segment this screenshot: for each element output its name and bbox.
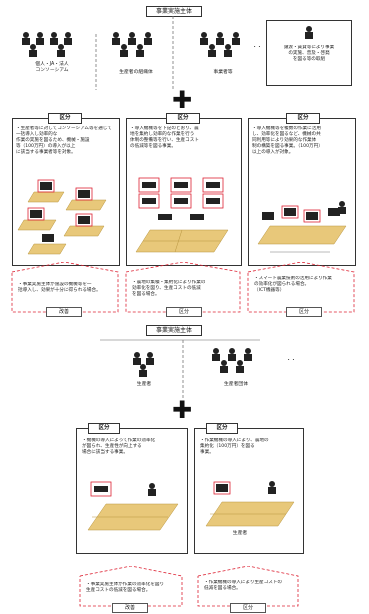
top-connector-lines: [95, 16, 174, 90]
panel-3-footer: ・スマート農業技術の活用により作業 の効率化が図られる場合。 （ICT機器等）: [254, 276, 332, 293]
panel-1-text: ・生産者等に対してコンソーシアム等を通じて一括導入し効率的な 作業の実施を図るた…: [16, 126, 112, 155]
person-icon: [305, 26, 313, 39]
panel-2-footer: ・農地の集積・集約化により作業の 効率化を図り、生産コストの低減 を図る場合。: [132, 280, 206, 297]
middle-group-label-1: 生産者: [136, 382, 152, 387]
people-group-icon: [200, 32, 240, 57]
middle-connector-lines: [100, 339, 260, 400]
panel-3-tag: 区分: [286, 113, 320, 124]
people-group-icon: [22, 32, 72, 57]
lower-panel-2-footer: ・作業機械の導入により生産コストの 低減を図る場合。: [204, 580, 283, 591]
lower-panel-1-tag: 区分: [88, 423, 120, 434]
people-group-icon: [212, 348, 252, 373]
lower-panel-2-illustration: [205, 481, 295, 527]
panel-3-bottom-tag: 区分: [286, 307, 322, 317]
top-group-label-2: 生産者の組織体: [119, 70, 153, 75]
top-note-box: 譲渡・賃貸等により事業 の実施、普及・啓発 を図る等の取組: [266, 20, 352, 86]
lower-panel-1-footer: ・事業実施主体が作業の効率化を図り 生産コストの低減を図る場合。: [86, 582, 165, 593]
top-group-label-3: 事業者等: [213, 70, 233, 75]
people-group-icon: [112, 32, 152, 57]
panel-1: [12, 118, 120, 266]
lower-panel-1-text: ・機械の導入によって作業の効率化 が図られ、生産性が向上する 場合に該当する事業…: [82, 438, 156, 455]
panel-1-footer: ・事業実施主体が施設の機械等を一 括導入し、効果が十分に得られる場合。: [18, 282, 101, 293]
top-group-label-1: 個人・JA・法人 コンソーシアム: [35, 62, 69, 73]
lower-footer-outlines: [79, 566, 299, 607]
panel-3-illustration: [257, 201, 347, 253]
footer-outlines: [11, 262, 355, 313]
lower-panel-2: [194, 428, 304, 554]
lower-panel-1-bottom-tag: 改善: [112, 603, 148, 613]
panel-1-tag: 区分: [48, 113, 82, 124]
panel-2-bottom-tag: 区分: [166, 307, 202, 317]
panel-1-bottom-tag: 改善: [46, 307, 82, 317]
panel-1-illustration: [17, 179, 107, 255]
lower-panel-2-bottom-tag: 区分: [230, 603, 266, 613]
people-group-icon: [133, 352, 154, 377]
panel-2-illustration: [135, 177, 229, 253]
middle-header: 事業実施主体: [146, 325, 202, 336]
middle-group-label-2: 生産者団体: [224, 382, 248, 387]
lower-panel-2-ground-label: 生産者: [232, 531, 248, 536]
panel-2-tag: 区分: [166, 113, 200, 124]
ellipsis: ・・: [286, 358, 296, 363]
plus-icon: ✚: [172, 396, 193, 424]
top-header: 事業実施主体: [146, 6, 202, 17]
lower-panel-2-text: ・作業機械の導入により、農地の 集約化（100万円）を図る 事業。: [200, 438, 269, 455]
panel-3-text: ・導入機械等を複数の作業に活用 し、効率化を図るなど、機械の共 同利用等により効…: [252, 126, 323, 155]
lower-panel-2-tag: 区分: [206, 423, 238, 434]
lower-panel-1-illustration: [87, 481, 179, 531]
panel-2-text: ・導入機械等を下記のとおり、農 地を集約し効率的な作業を行う 体制の整備等を行い…: [130, 126, 199, 149]
top-note-text: 譲渡・賃貸等により事業 の実施、普及・啓発 を図る等の取組: [283, 45, 335, 62]
plus-icon: ✚: [172, 86, 193, 114]
ellipsis: ・・: [252, 45, 262, 50]
